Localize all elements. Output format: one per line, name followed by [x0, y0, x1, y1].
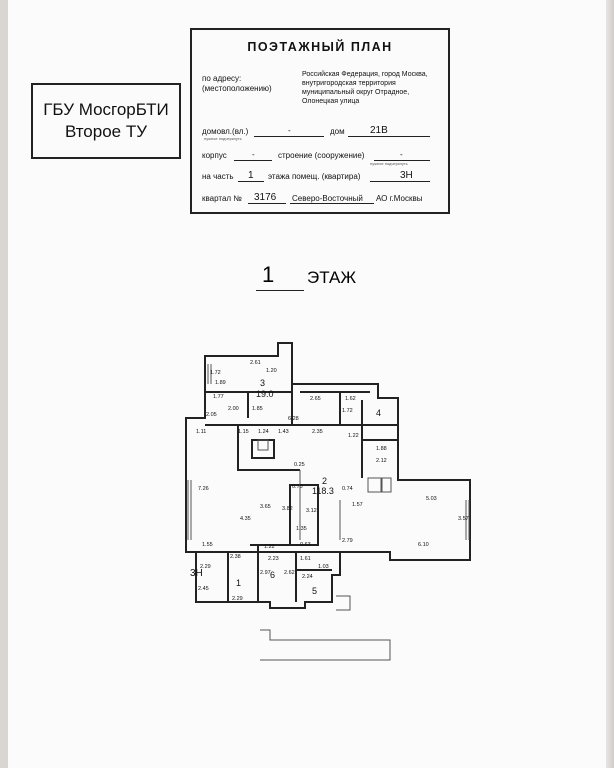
- dim-label: 1.61: [300, 556, 311, 562]
- floor-number: 1: [262, 262, 275, 287]
- dim-label: 2.79: [342, 538, 353, 544]
- dim-label: 2.61: [250, 360, 261, 366]
- etazh-label: этажа помещ. (квартира): [268, 172, 361, 181]
- dim-label: 1.85: [252, 406, 263, 412]
- dim-label: 1.43: [278, 429, 289, 435]
- dim-label: 2.29: [232, 596, 243, 602]
- na-chast-label: на часть: [202, 172, 234, 181]
- dim-label: 6.10: [418, 542, 429, 548]
- dim-label: 2.05: [206, 412, 217, 418]
- premises-label: 3Н: [190, 568, 203, 579]
- okrug-value: Северо-Восточный: [292, 194, 363, 203]
- address-label-2: (местоположению): [202, 84, 272, 93]
- okrug-line: [290, 203, 374, 204]
- address-value: Российская Федерация, город Москва, внут…: [302, 71, 428, 105]
- na-chast-line: [238, 181, 264, 182]
- dim-label: 1.77: [213, 394, 224, 400]
- dim-label: 3.57: [458, 516, 469, 522]
- room-number: 5: [312, 586, 317, 596]
- page-edge-shadow: [606, 0, 614, 768]
- dim-label: 5.03: [426, 496, 437, 502]
- bti-stamp: ГБУ МосгорБТИ Второе ТУ: [31, 83, 181, 159]
- dim-label: 7.26: [198, 486, 209, 492]
- dom-label: дом: [330, 127, 345, 136]
- plan-dimensions: 2.61 1.72 1.20 1.89 1.77 2.05 2.00 1.85 …: [196, 360, 469, 602]
- document-title: ПОЭТАЖНЫЙ ПЛАН: [247, 40, 393, 54]
- dim-label: 1.55: [202, 542, 213, 548]
- dim-label: 6.28: [288, 416, 299, 422]
- dim-label: 2.12: [376, 458, 387, 464]
- room-number: 3: [260, 378, 265, 388]
- room-number: 1: [236, 578, 241, 588]
- room-area: 118.3: [312, 486, 334, 496]
- room-number: 4: [376, 408, 381, 418]
- korpus-line: [234, 160, 272, 161]
- dim-label: 1.03: [318, 564, 329, 570]
- dim-label: 2.97: [260, 570, 271, 576]
- dim-label: 2.00: [228, 406, 239, 412]
- dim-label: 3.82: [282, 506, 293, 512]
- dim-label: 3.65: [260, 504, 271, 510]
- dim-label: 2.65: [310, 396, 321, 402]
- kvartal-value: 3176: [254, 192, 277, 203]
- dim-label: 1.35: [296, 526, 307, 532]
- dim-label: 2.29: [200, 564, 211, 570]
- header-box: ПОЭТАЖНЫЙ ПЛАН по адресу: (местоположени…: [190, 28, 450, 214]
- dim-label: 0.75: [292, 484, 303, 490]
- dim-label: 1.72: [342, 408, 353, 414]
- domovl-line: [254, 136, 324, 137]
- dim-label: 1.24: [258, 429, 269, 435]
- korpus-label: корпус: [202, 151, 227, 160]
- room-number: 6: [270, 570, 275, 580]
- dim-label: 1.15: [238, 429, 249, 435]
- floor-underline: [256, 290, 304, 291]
- plan-fixtures: [187, 364, 470, 661]
- etazh-line: [370, 181, 430, 182]
- stroenie-value: -: [400, 150, 403, 159]
- kvartal-label: квартал №: [202, 194, 242, 203]
- etazh-value: 3Н: [400, 170, 413, 181]
- na-chast-value: 1: [248, 170, 254, 181]
- stroenie-line: [374, 160, 430, 161]
- dim-label: 1.22: [348, 433, 359, 439]
- dim-label: 2.24: [302, 574, 313, 580]
- dim-label: 2.45: [198, 586, 209, 592]
- dim-label: 0.25: [294, 462, 305, 468]
- stroenie-label: строение (сооружение): [278, 151, 365, 160]
- dim-label: 0.74: [342, 486, 353, 492]
- stamp-line-1: ГБУ МосгорБТИ: [43, 100, 169, 119]
- korpus-value: -: [252, 150, 255, 159]
- domovl-label: домовл.(вл.): [202, 127, 249, 136]
- dim-label: 1.88: [376, 446, 387, 452]
- dim-label: 1.57: [352, 502, 363, 508]
- dim-label: 2.62: [284, 570, 295, 576]
- dom-line: [348, 136, 430, 137]
- dim-label: 2.35: [312, 429, 323, 435]
- plan-rooms: 3 19.0 2 118.3 4 1 6 5 3Н: [190, 378, 381, 596]
- dim-label: 3.12: [306, 508, 317, 514]
- dim-label: 1.11: [196, 429, 206, 435]
- domovl-value: -: [288, 126, 291, 135]
- okrug-suffix: АО г.Москвы: [376, 194, 423, 203]
- dim-label: 1.89: [215, 380, 226, 386]
- address-label-1: по адресу:: [202, 74, 242, 83]
- dim-label: 1.72: [210, 370, 221, 376]
- stamp-line-2: Второе ТУ: [64, 122, 148, 141]
- hint-1: нужное подчеркнуть: [204, 136, 242, 141]
- dim-label: 0.63: [300, 542, 311, 548]
- dim-label: 4.35: [240, 516, 251, 522]
- dom-value: 21В: [370, 125, 388, 136]
- hint-2: нужное подчеркнуть: [370, 161, 408, 166]
- dim-label: 1.20: [266, 368, 277, 374]
- kvartal-line: [248, 203, 286, 204]
- dim-label: 1.22: [264, 544, 275, 550]
- floor-label: ЭТАЖ: [307, 268, 357, 287]
- dim-label: 2.23: [268, 556, 279, 562]
- room-area: 19.0: [256, 389, 274, 399]
- dim-label: 2.38: [230, 554, 241, 560]
- room-number: 2: [322, 476, 327, 486]
- dim-label: 1.62: [345, 396, 356, 402]
